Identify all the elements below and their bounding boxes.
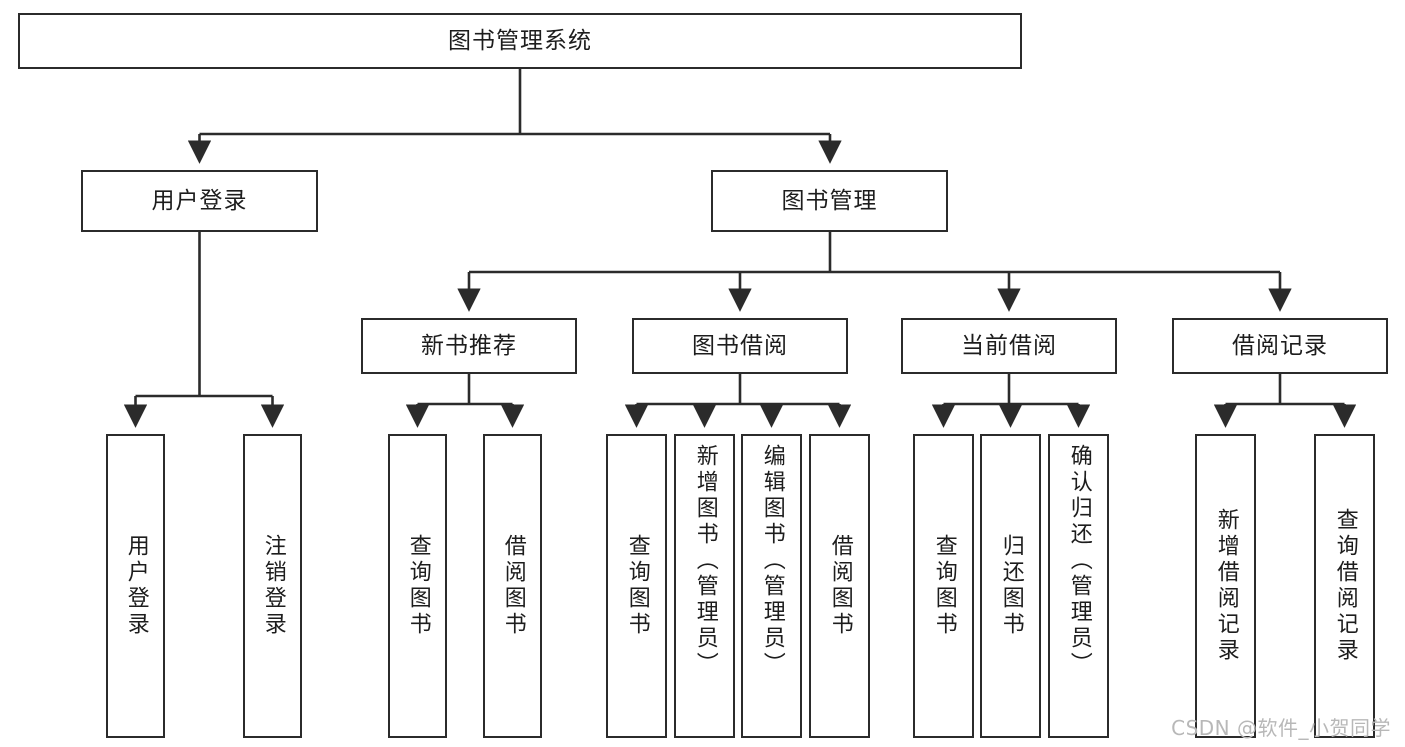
node-leaf-query-book-1[interactable]: 查询图书 [388,434,447,738]
watermark-text: CSDN @软件_小贺同学 [1171,716,1391,740]
node-leaf-query-borrow-record-label: 查询借阅记录 [1332,508,1358,664]
node-leaf-query-borrow-record[interactable]: 查询借阅记录 [1314,434,1375,738]
node-leaf-return-book-label: 归还图书 [998,534,1024,638]
node-leaf-add-borrow-record-label: 新增借阅记录 [1213,508,1239,664]
node-borrow-record-label: 借阅记录 [1232,332,1328,359]
node-leaf-user-logout[interactable]: 注销登录 [243,434,302,738]
node-leaf-add-borrow-record[interactable]: 新增借阅记录 [1195,434,1256,738]
node-leaf-add-book-admin-label: 新增图书（管理员） [692,444,718,678]
node-new-book-recommend-label: 新书推荐 [421,332,517,359]
node-leaf-query-book-3-label: 查询图书 [931,534,957,638]
node-user-login[interactable]: 用户登录 [81,170,318,232]
node-book-management[interactable]: 图书管理 [711,170,948,232]
node-leaf-user-login-label: 用户登录 [123,534,149,638]
node-current-borrow[interactable]: 当前借阅 [901,318,1117,374]
node-root-label: 图书管理系统 [448,27,592,54]
node-leaf-query-book-2[interactable]: 查询图书 [606,434,667,738]
node-leaf-query-book-2-label: 查询图书 [624,534,650,638]
node-leaf-query-book-3[interactable]: 查询图书 [913,434,974,738]
node-new-book-recommend[interactable]: 新书推荐 [361,318,577,374]
node-leaf-borrow-book-1[interactable]: 借阅图书 [483,434,542,738]
node-book-borrow[interactable]: 图书借阅 [632,318,848,374]
node-leaf-query-book-1-label: 查询图书 [405,534,431,638]
node-root[interactable]: 图书管理系统 [18,13,1022,69]
node-current-borrow-label: 当前借阅 [961,332,1057,359]
node-book-management-label: 图书管理 [781,187,878,214]
node-leaf-borrow-book-1-label: 借阅图书 [500,534,526,638]
node-book-borrow-label: 图书借阅 [692,332,788,359]
node-borrow-record[interactable]: 借阅记录 [1172,318,1388,374]
node-leaf-borrow-book-2[interactable]: 借阅图书 [809,434,870,738]
node-leaf-edit-book-admin[interactable]: 编辑图书（管理员） [741,434,802,738]
node-leaf-confirm-return-admin-label: 确认归还（管理员） [1066,444,1092,678]
node-leaf-add-book-admin[interactable]: 新增图书（管理员） [674,434,735,738]
node-leaf-return-book[interactable]: 归还图书 [980,434,1041,738]
node-leaf-edit-book-admin-label: 编辑图书（管理员） [759,444,785,678]
node-leaf-confirm-return-admin[interactable]: 确认归还（管理员） [1048,434,1109,738]
node-leaf-user-logout-label: 注销登录 [260,534,286,638]
node-leaf-user-login[interactable]: 用户登录 [106,434,165,738]
node-user-login-label: 用户登录 [151,187,248,214]
node-leaf-borrow-book-2-label: 借阅图书 [827,534,853,638]
